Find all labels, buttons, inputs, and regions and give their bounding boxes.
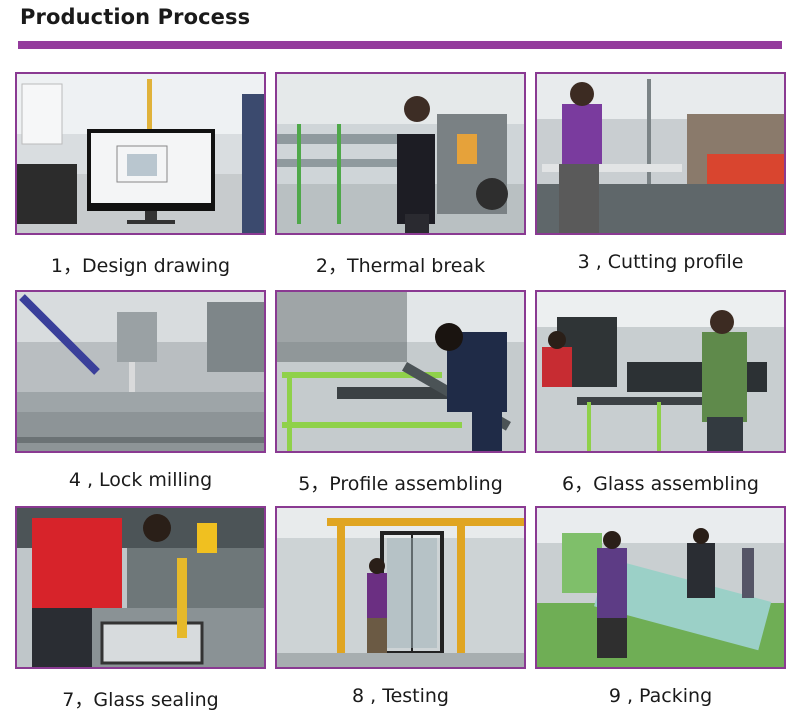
step-caption: 1，Design drawing — [50, 255, 231, 277]
step-4: 4 , Lock milling — [15, 290, 266, 491]
glass-sealing-photo — [15, 506, 266, 669]
step-caption: 3 , Cutting profile — [577, 251, 744, 273]
title-underline — [18, 41, 782, 49]
design-monitor-photo — [15, 72, 266, 235]
step-8: 8 , Testing — [275, 506, 526, 707]
step-caption: 5，Profile assembling — [298, 473, 503, 495]
cutting-profile-photo — [535, 72, 786, 235]
profile-assembling-photo — [275, 290, 526, 453]
step-caption: 9 , Packing — [608, 685, 713, 707]
step-caption: 2，Thermal break — [315, 255, 486, 277]
step-caption: 4 , Lock milling — [68, 469, 213, 491]
packing-photo — [535, 506, 786, 669]
page-title: Production Process — [20, 5, 251, 29]
thermal-break-photo — [275, 72, 526, 235]
step-3: 3 , Cutting profile — [535, 72, 786, 273]
step-7: 7，Glass sealing — [15, 506, 266, 712]
step-caption: 7，Glass sealing — [62, 689, 219, 711]
step-5: 5，Profile assembling — [275, 290, 526, 496]
step-9: 9 , Packing — [535, 506, 786, 707]
step-6: 6，Glass assembling — [535, 290, 786, 496]
step-caption: 6，Glass assembling — [562, 473, 759, 495]
step-caption: 8 , Testing — [351, 685, 449, 707]
testing-photo — [275, 506, 526, 669]
step-2: 2，Thermal break — [275, 72, 526, 278]
glass-assembling-photo — [535, 290, 786, 453]
step-1: 1，Design drawing — [15, 72, 266, 278]
lock-milling-photo — [15, 290, 266, 453]
